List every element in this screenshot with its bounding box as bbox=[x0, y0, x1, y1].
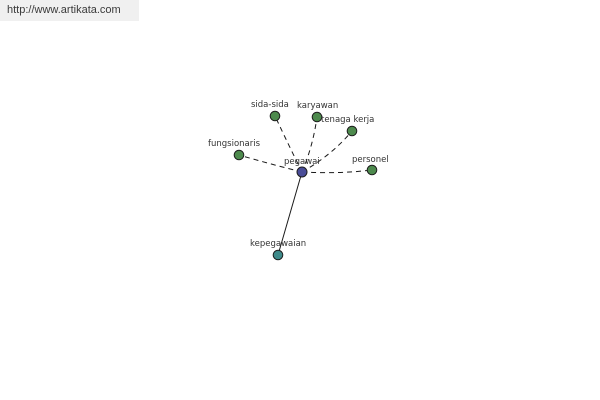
edge-kepegawaian bbox=[277, 171, 303, 256]
node-personel[interactable] bbox=[366, 164, 378, 176]
graph-nodes bbox=[233, 110, 378, 261]
node-label-personel[interactable]: personel bbox=[352, 155, 389, 165]
node-label-fungsionaris[interactable]: fungsionaris bbox=[208, 139, 261, 149]
node-label-tenaga-kerja[interactable]: tenaga kerja bbox=[321, 115, 374, 125]
node-label-pegawai[interactable]: pegawai bbox=[284, 157, 320, 167]
source-banner: http://www.artikata.com bbox=[0, 0, 139, 21]
edge-personel bbox=[301, 169, 373, 174]
source-url[interactable]: http://www.artikata.com bbox=[7, 4, 121, 16]
node-pegawai[interactable] bbox=[296, 166, 308, 178]
graph-labels: sida-sida karyawan tenaga kerja fungsionari… bbox=[208, 100, 389, 249]
node-label-sida-sida[interactable]: sida-sida bbox=[251, 100, 289, 110]
node-karyawan[interactable] bbox=[311, 111, 323, 123]
node-label-karyawan[interactable]: karyawan bbox=[297, 101, 338, 111]
node-sida-sida[interactable] bbox=[269, 110, 281, 122]
node-tenaga-kerja[interactable] bbox=[346, 125, 358, 137]
graph-edges bbox=[238, 115, 373, 256]
node-fungsionaris[interactable] bbox=[233, 149, 245, 161]
node-label-kepegawaian[interactable]: kepegawaian bbox=[250, 239, 306, 249]
node-kepegawaian[interactable] bbox=[272, 249, 284, 261]
